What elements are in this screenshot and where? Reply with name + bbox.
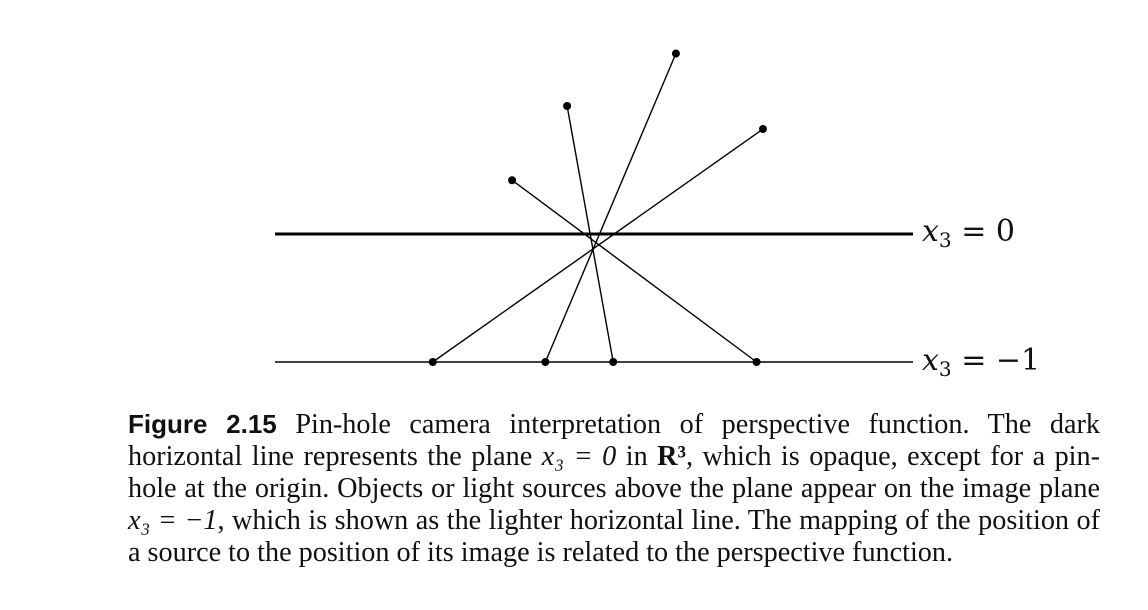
caption-text-4: , which is shown as the lighter horizont… — [128, 505, 1100, 568]
image-point-3 — [541, 358, 550, 366]
source-point-4 — [758, 125, 767, 134]
caption-text-1: Pin-hole camera interpretation of perspe… — [128, 409, 1101, 472]
ray-3 — [544, 53, 677, 363]
ray-4 — [432, 128, 764, 363]
caption-math-image-plane: x₃ = −1 — [128, 505, 218, 536]
caption-text-2: in — [616, 441, 658, 472]
image-point-2 — [609, 358, 618, 366]
ray-1 — [511, 179, 757, 363]
caption-text-3: , which is opaque, except for a pin-hole… — [128, 441, 1100, 504]
figure-number: Figure 2.15 — [128, 409, 277, 439]
caption-math-space: R³ — [657, 441, 686, 472]
opaque-plane-label: x3 = 0 — [922, 214, 1015, 252]
source-point-1 — [508, 176, 517, 185]
light-rays — [428, 49, 767, 366]
image-point-4 — [428, 358, 437, 366]
caption-math-plane: x₃ = 0 — [541, 441, 617, 472]
pinhole-camera-diagram — [275, 49, 913, 366]
source-point-3 — [671, 49, 680, 58]
figure-caption: Figure 2.15 Pin-hole camera interpretati… — [128, 408, 1100, 569]
image-point-1 — [752, 358, 761, 366]
source-point-2 — [563, 102, 572, 110]
image-plane-label: x3 = −1 — [922, 343, 1041, 381]
ray-2 — [566, 105, 614, 363]
